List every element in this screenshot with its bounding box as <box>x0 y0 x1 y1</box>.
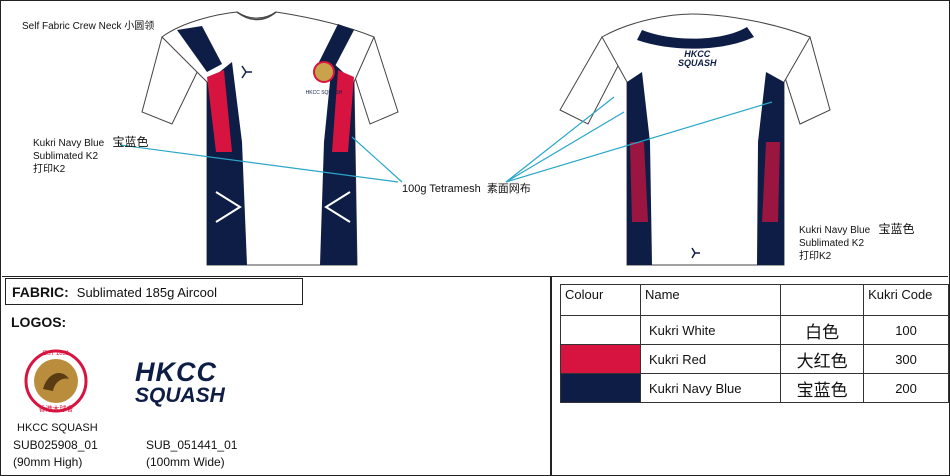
colour-name-cn: 宝蓝色 <box>780 373 865 403</box>
colour-swatch <box>560 344 641 374</box>
front-label-line1: Kukri Navy Blue <box>33 138 105 149</box>
table-row: Kukri Navy Blue 宝蓝色 200 <box>560 373 949 403</box>
header-blank <box>780 284 865 316</box>
colour-code: 300 <box>863 344 949 374</box>
back-label-line1: Kukri Navy Blue <box>799 225 871 236</box>
back-fabric-label: Kukri Navy Blue 宝蓝色 Sublimated K2 打印K2 <box>799 223 915 263</box>
back-label-cn: 宝蓝色 <box>878 222 915 236</box>
colour-code: 100 <box>863 315 949 345</box>
logos-title: LOGOS: <box>11 314 67 330</box>
back-print-wordmark: HKCC SQUASH <box>678 50 717 68</box>
front-shirt: HKCC SQUASH <box>141 11 399 266</box>
colour-table: Colour Name Kukri Code Kukri White 白色 10… <box>560 284 949 403</box>
back-label-line3: 打印K2 <box>799 251 832 262</box>
colour-name-cn: 白色 <box>780 315 865 345</box>
wordmark-line1: HKCC <box>135 357 217 387</box>
header-colour: Colour <box>560 284 641 316</box>
back-label-line2: Sublimated K2 <box>799 238 865 249</box>
crest-logo: EST 1851 香港木球會 <box>24 349 88 413</box>
wordmark-code: SUB_051441_01 <box>146 438 238 452</box>
crest-code: SUB025908_01 <box>13 438 98 452</box>
fabric-box: FABRIC: Sublimated 185g Aircool <box>5 278 303 305</box>
colour-table-header: Colour Name Kukri Code <box>560 284 949 316</box>
wordmark-line2: SQUASH <box>135 384 225 407</box>
colour-name-cn: 大红色 <box>780 344 865 374</box>
crest-size: (90mm High) <box>13 455 83 469</box>
colour-name: Kukri Red <box>639 344 782 374</box>
wordmark-size: (100mm Wide) <box>146 455 225 469</box>
colour-swatch <box>560 315 641 345</box>
neck-label: Self Fabric Crew Neck 小圆领 <box>22 21 155 32</box>
table-row: Kukri Red 大红色 300 <box>560 344 949 374</box>
fabric-title: FABRIC: <box>12 284 69 300</box>
mesh-label-cn: 素面网布 <box>486 183 531 195</box>
table-row: Kukri White 白色 100 <box>560 315 949 345</box>
garment-illustration-panel: HKCC SQUASH <box>2 2 948 277</box>
front-crest-text: HKCC SQUASH <box>306 90 343 96</box>
back-print-line1: HKCC <box>684 49 711 59</box>
colour-name: Kukri White <box>639 315 782 345</box>
mesh-label-en: 100g Tetramesh <box>402 183 481 195</box>
front-label-line3: 打印K2 <box>33 164 66 175</box>
hkcc-squash-wordmark: HKCC SQUASH <box>135 359 225 407</box>
garment-drawings: HKCC SQUASH <box>119 11 831 266</box>
colour-code: 200 <box>863 373 949 403</box>
back-print-line2: SQUASH <box>678 58 717 68</box>
leader-lines <box>119 96 773 183</box>
mesh-label: 100g Tetramesh 素面网布 <box>402 183 531 196</box>
crest-bottom-text: 香港木球會 <box>39 404 74 413</box>
header-code: Kukri Code <box>863 284 949 316</box>
colour-name: Kukri Navy Blue <box>639 373 782 403</box>
panel-divider <box>550 277 552 476</box>
fabric-value: Sublimated 185g Aircool <box>76 285 217 300</box>
front-label-line2: Sublimated K2 <box>33 151 99 162</box>
header-name: Name <box>639 284 782 316</box>
crest-top-text: EST 1851 <box>43 351 70 357</box>
front-label-cn: 宝蓝色 <box>112 135 149 149</box>
crest-name: HKCC SQUASH <box>17 422 98 434</box>
colour-swatch <box>560 373 641 403</box>
front-fabric-label: Kukri Navy Blue 宝蓝色 Sublimated K2 打印K2 <box>33 136 149 176</box>
back-shirt <box>559 13 831 266</box>
